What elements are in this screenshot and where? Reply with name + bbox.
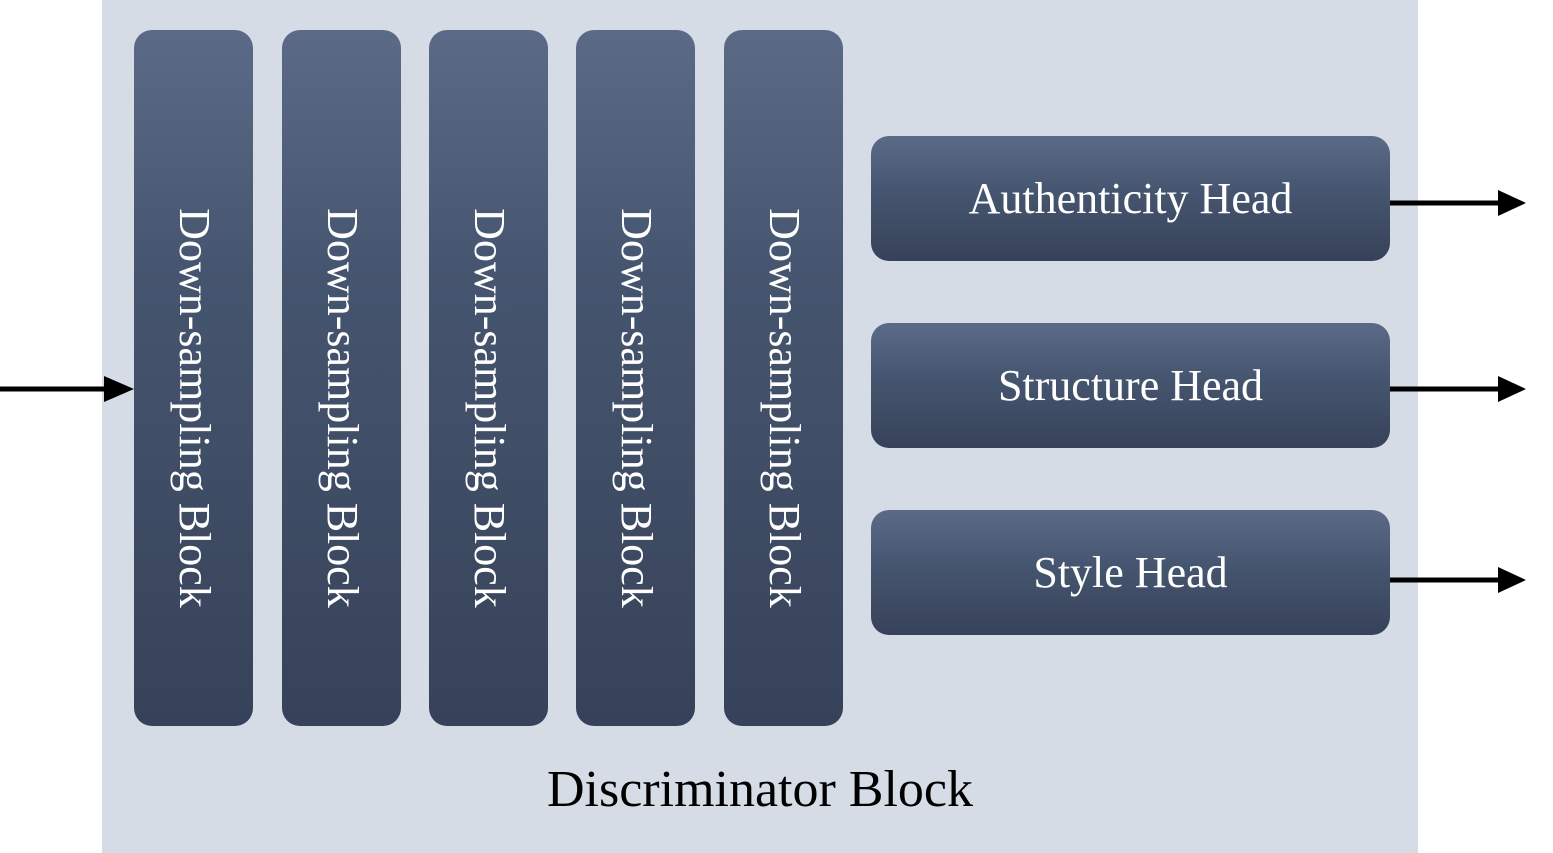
authenticity-head-label: Authenticity Head [968, 173, 1293, 223]
style-head-label: Style Head [1033, 547, 1228, 597]
downsampling-block-label: Down-sampling Block [464, 208, 514, 608]
downsampling-block-label: Down-sampling Block [759, 208, 809, 608]
authenticity-head: Authenticity Head [871, 136, 1390, 261]
downsampling-block-3: Down-sampling Block [429, 30, 548, 726]
downsampling-block-label: Down-sampling Block [611, 208, 661, 608]
style-head: Style Head [871, 510, 1390, 635]
downsampling-block-2: Down-sampling Block [282, 30, 401, 726]
structure-head: Structure Head [871, 323, 1390, 448]
downsampling-block-label: Down-sampling Block [317, 208, 367, 608]
downsampling-block-label: Down-sampling Block [169, 208, 219, 608]
downsampling-block-4: Down-sampling Block [576, 30, 695, 726]
container-title: Discriminator Block [546, 761, 974, 818]
structure-head-label: Structure Head [997, 360, 1264, 410]
downsampling-block-1: Down-sampling Block [134, 30, 253, 726]
downsampling-block-5: Down-sampling Block [724, 30, 843, 726]
